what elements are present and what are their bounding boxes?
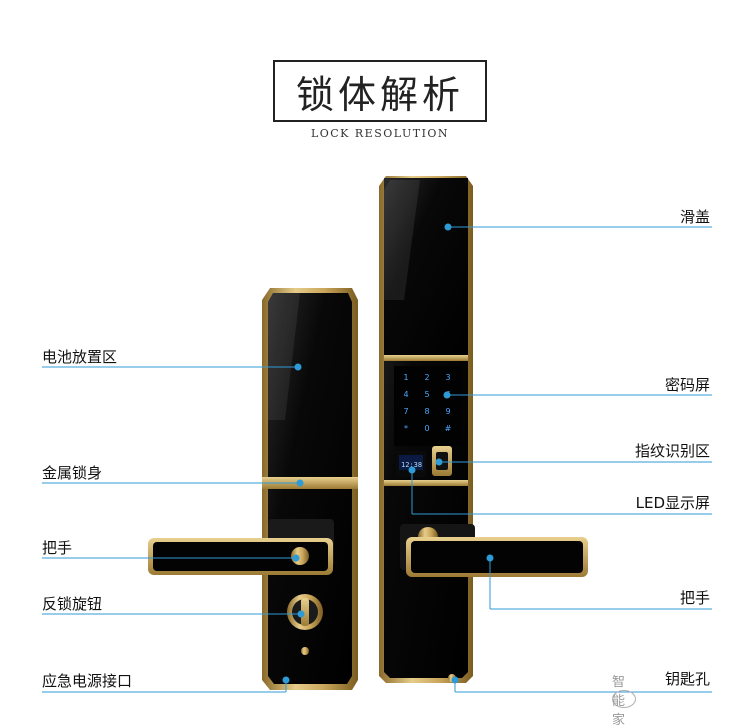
- dot-keyhole: [451, 676, 459, 684]
- dot-fingerprint: [435, 458, 443, 466]
- dot-port: [282, 676, 290, 684]
- exterior-lock-body: 123456789*0# 12:38: [379, 176, 588, 683]
- diagram-title: 锁体解析: [295, 72, 464, 117]
- title-box: 锁体解析: [273, 60, 487, 122]
- label-right-handle: 把手: [679, 589, 710, 607]
- led-time: 12:38: [401, 461, 422, 469]
- leader-lines: [42, 223, 712, 693]
- diagram-subtitle: LOCK RESOLUTION: [310, 127, 450, 140]
- led-display: [399, 455, 423, 470]
- dot-right-handle: [486, 554, 494, 562]
- label-left-handle: 把手: [42, 539, 73, 557]
- watermark: 智能家: [612, 675, 636, 728]
- label-fingerprint: 指纹识别区: [634, 442, 710, 460]
- dot-password: [443, 391, 451, 399]
- keypad-key: 7: [403, 407, 408, 416]
- label-metal-body: 金属锁身: [42, 464, 103, 482]
- keypad-key: 0: [424, 424, 429, 433]
- label-led-display: LED显示屏: [635, 494, 710, 512]
- keypad-key: 8: [424, 407, 429, 416]
- keypad-key: 4: [403, 390, 408, 399]
- emergency-port: [301, 647, 309, 655]
- wechat-icon: [612, 690, 636, 708]
- keypad-key: 3: [445, 373, 450, 382]
- keypad: 123456789*0#: [403, 373, 451, 433]
- label-anti-lock-knob: 反锁旋钮: [42, 595, 103, 613]
- keypad-key: 9: [445, 407, 450, 416]
- metal-band: [262, 477, 358, 489]
- label-slide-cover: 滑盖: [679, 208, 710, 226]
- label-emergency-port: 应急电源接口: [42, 672, 133, 690]
- dot-slide-cover: [444, 223, 452, 231]
- keypad-key: #: [445, 424, 452, 433]
- interior-lock-body: [148, 288, 358, 690]
- keypad-key: 5: [424, 390, 429, 399]
- dot-left-handle: [292, 554, 300, 562]
- dot-metal-body: [296, 479, 304, 487]
- watermark-text: 智能家: [612, 674, 626, 728]
- keypad-key: 2: [424, 373, 429, 382]
- dot-battery: [294, 363, 302, 371]
- label-battery: 电池放置区: [42, 348, 118, 366]
- label-keyhole: 钥匙孔: [664, 670, 710, 688]
- slide-cover: [384, 178, 468, 358]
- keypad-key: 1: [403, 373, 408, 382]
- label-password-screen: 密码屏: [664, 376, 710, 394]
- password-screen: [394, 366, 462, 446]
- keypad-key: *: [404, 424, 408, 433]
- dot-led: [408, 466, 416, 474]
- dot-knob: [297, 610, 305, 618]
